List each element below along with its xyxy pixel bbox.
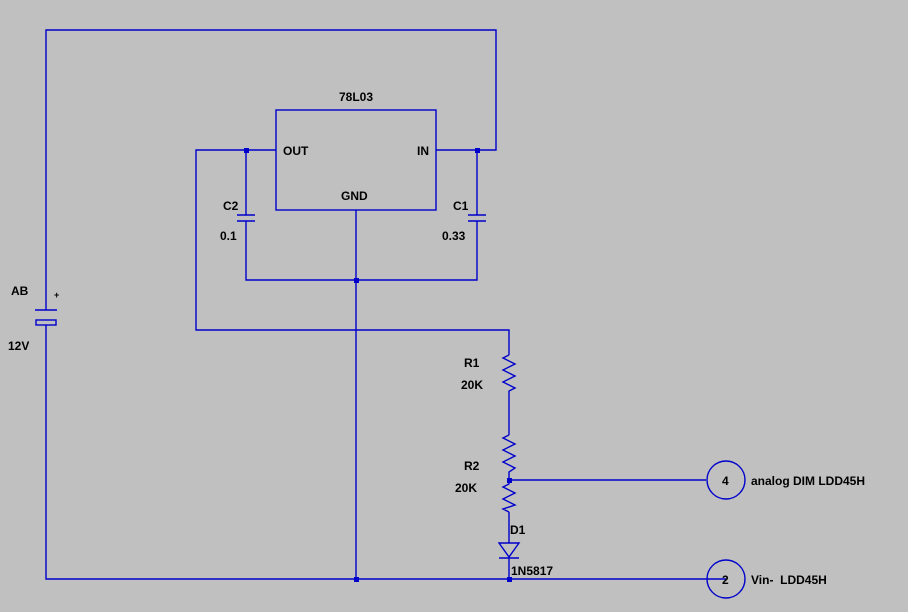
r1-zigzag	[501, 354, 517, 395]
capacitor-c2: C2 0.1	[220, 199, 255, 243]
wires	[45, 29, 726, 580]
junction-diode-bottom	[507, 577, 512, 582]
junction-out	[244, 148, 249, 153]
d1-part: 1N5817	[511, 564, 553, 578]
junction-cap-ground	[354, 278, 359, 283]
connector-vin-number: 2	[722, 573, 729, 587]
r1-value: 20K	[461, 378, 483, 392]
resistor-r2: R2 20K	[455, 434, 517, 513]
wire-battery-top	[45, 29, 497, 297]
battery-polarity: +	[54, 290, 59, 300]
battery-ab: + AB 12V	[8, 284, 59, 353]
c1-name: C1	[453, 199, 469, 213]
battery-name: AB	[11, 284, 29, 298]
connector-dim-number: 4	[722, 474, 729, 488]
regulator-name: 78L03	[339, 90, 373, 104]
regulator-pin-in: IN	[417, 144, 429, 158]
diode-d1: D1 1N5817	[497, 523, 553, 578]
connector-vin-circle	[706, 559, 746, 599]
connector-dim: 4 analog DIM LDD45H	[706, 460, 865, 500]
battery-cell	[35, 319, 57, 326]
regulator-pin-out: OUT	[283, 144, 309, 158]
junction-gnd-bottom	[354, 577, 359, 582]
wire-cap-ground	[245, 221, 478, 281]
junction-in	[475, 148, 480, 153]
connector-dim-circle	[706, 460, 746, 500]
junction-wiper	[507, 478, 512, 483]
c2-name: C2	[223, 199, 239, 213]
connector-dim-label: analog DIM LDD45H	[751, 474, 865, 488]
capacitor-c1: C1 0.33	[442, 199, 486, 243]
r2-name: R2	[464, 459, 480, 473]
junctions	[244, 148, 512, 582]
r1-name: R1	[464, 356, 480, 370]
connector-vin-label: Vin- LDD45H	[751, 573, 827, 587]
c2-value: 0.1	[220, 229, 237, 243]
regulator-pin-gnd: GND	[341, 189, 368, 203]
connector-vin: 2 Vin- LDD45H	[706, 559, 827, 599]
c1-value: 0.33	[442, 229, 466, 243]
wire-out	[195, 149, 510, 355]
wire-battery-bottom	[45, 325, 726, 580]
d1-triangle	[497, 542, 521, 559]
regulator-body	[275, 109, 437, 211]
resistor-r1: R1 20K	[461, 354, 517, 395]
battery-voltage: 12V	[8, 339, 29, 353]
r2-zigzag-lower	[501, 480, 517, 513]
r2-zigzag-upper	[501, 434, 517, 480]
regulator-78l03: 78L03 OUT IN GND	[275, 90, 437, 211]
r2-value: 20K	[455, 481, 477, 495]
d1-name: D1	[510, 523, 526, 537]
